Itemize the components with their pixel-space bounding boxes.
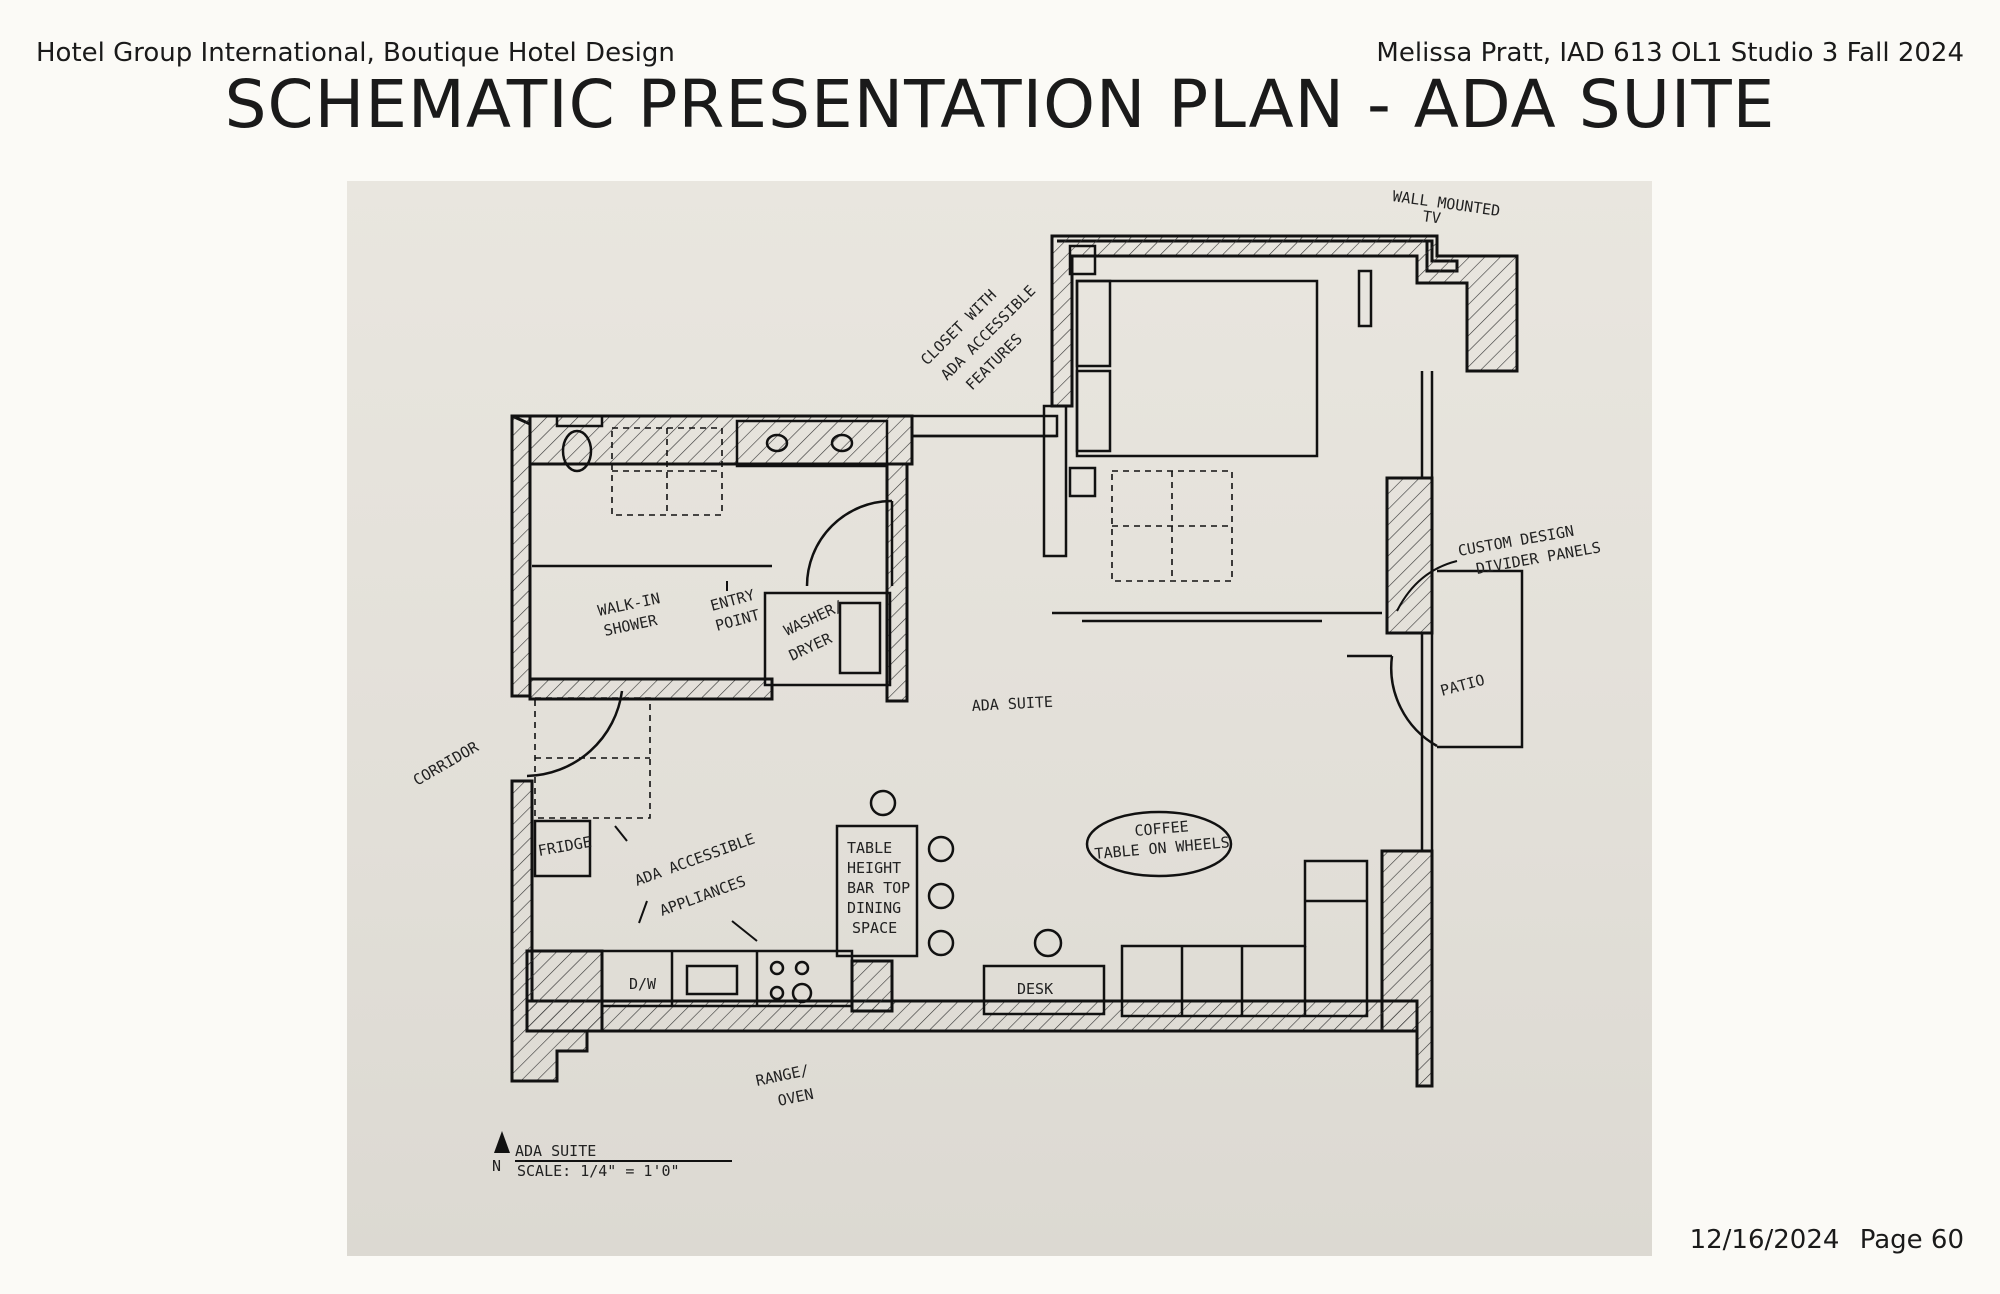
- entry-door-swing: [526, 690, 624, 778]
- stool-2: [927, 835, 955, 863]
- label-dw: D/W: [629, 975, 657, 993]
- toilet: [561, 429, 593, 473]
- label-table-5: SPACE: [852, 919, 897, 937]
- burner-3: [769, 985, 785, 1001]
- wall-bottom: [510, 779, 1419, 1083]
- pillow-2: [1075, 369, 1112, 453]
- desk-chair: [1033, 928, 1063, 958]
- washer-dryer-closet: [763, 591, 892, 687]
- closet-panel: [1042, 404, 1068, 558]
- wall-tv: [1357, 269, 1373, 328]
- north-arrow-icon: [494, 1131, 510, 1153]
- wall-kitchen-right: [850, 959, 894, 1013]
- stool-4: [927, 929, 955, 957]
- kitchen-counter: [600, 949, 854, 1008]
- wall-kitchen-corner: [525, 949, 604, 1033]
- label-tv: TV: [1421, 207, 1441, 227]
- label-appliances-2: APPLIANCES: [657, 872, 748, 920]
- vanity: [735, 419, 889, 468]
- burner-2: [794, 960, 810, 976]
- sink-2: [830, 433, 854, 453]
- kitchen-sink: [685, 964, 739, 996]
- sink-1: [765, 433, 789, 453]
- floor-plan-sketch: WALL MOUNTED TV CLOSET WITH ADA ACCESSIB…: [347, 181, 1652, 1256]
- header-project: Hotel Group International, Boutique Hote…: [36, 38, 675, 68]
- label-patio: PATIO: [1438, 671, 1486, 700]
- label-corridor: CORRIDOR: [410, 737, 482, 789]
- fixtures: [526, 244, 1524, 1018]
- legend-title: ADA SUITE: [515, 1142, 596, 1160]
- label-fridge: FRIDGE: [537, 833, 593, 860]
- coffee-table: [1085, 810, 1233, 878]
- bath-door-swing: [805, 499, 893, 587]
- pillow-1: [1075, 279, 1112, 368]
- label-range-1: RANGE/: [754, 1061, 811, 1090]
- bar-table: [835, 824, 919, 958]
- annotation-arrows: [614, 560, 1458, 942]
- divider-panel: [1385, 476, 1434, 635]
- clearance-zones: [534, 427, 1233, 819]
- closet-top: [910, 414, 1059, 438]
- label-ada-suite: ADA SUITE: [971, 693, 1053, 715]
- stool-3: [927, 882, 955, 910]
- legend: N ADA SUITE SCALE: 1/4" = 1'0": [492, 1131, 732, 1180]
- patio: [1437, 569, 1524, 749]
- label-desk: DESK: [1017, 980, 1053, 998]
- wall-left-bath: [510, 414, 532, 698]
- label-washer-1: WASHER/: [781, 597, 846, 640]
- toilet-tank: [555, 414, 604, 428]
- desk: [982, 964, 1106, 1016]
- wall-right-lower: [1380, 849, 1434, 1088]
- footer-date: 12/16/2024: [1689, 1225, 1840, 1255]
- header-author: Melissa Pratt, IAD 613 OL1 Studio 3 Fall…: [1376, 38, 1964, 68]
- label-table-3: BAR TOP: [847, 879, 910, 897]
- sofa: [1120, 859, 1369, 1018]
- wall-bath-bottom: [528, 677, 774, 701]
- nightstand-1: [1068, 244, 1097, 276]
- label-coffee-2: TABLE ON WHEELS: [1094, 833, 1231, 863]
- legend-north: N: [492, 1157, 501, 1175]
- fridge: [533, 819, 592, 878]
- label-coffee-1: COFFEE: [1134, 817, 1190, 840]
- burner-1: [769, 960, 785, 976]
- wall-bedroom-top: [1050, 234, 1519, 408]
- patio-door-swing: [1390, 655, 1438, 748]
- floor-plan-drawing: WALL MOUNTED TV CLOSET WITH ADA ACCESSIB…: [410, 187, 1602, 1180]
- stool-1: [869, 789, 897, 817]
- label-table-1: TABLE: [847, 839, 892, 857]
- footer-page: Page 60: [1859, 1225, 1964, 1255]
- nightstand-2: [1068, 466, 1097, 498]
- bed: [1075, 279, 1319, 458]
- burner-4: [791, 982, 813, 1004]
- page-title: SCHEMATIC PRESENTATION PLAN - ADA SUITE: [224, 66, 1776, 143]
- label-table-2: HEIGHT: [847, 859, 901, 877]
- label-wall-tv: WALL MOUNTED: [1391, 187, 1501, 220]
- washer-dryer-unit: [838, 601, 882, 675]
- label-table-4: DINING: [847, 899, 901, 917]
- footer: 12/16/2024 Page 60: [1678, 1225, 1964, 1255]
- legend-scale: SCALE: 1/4" = 1'0": [517, 1162, 680, 1180]
- label-range-2: OVEN: [776, 1085, 815, 1110]
